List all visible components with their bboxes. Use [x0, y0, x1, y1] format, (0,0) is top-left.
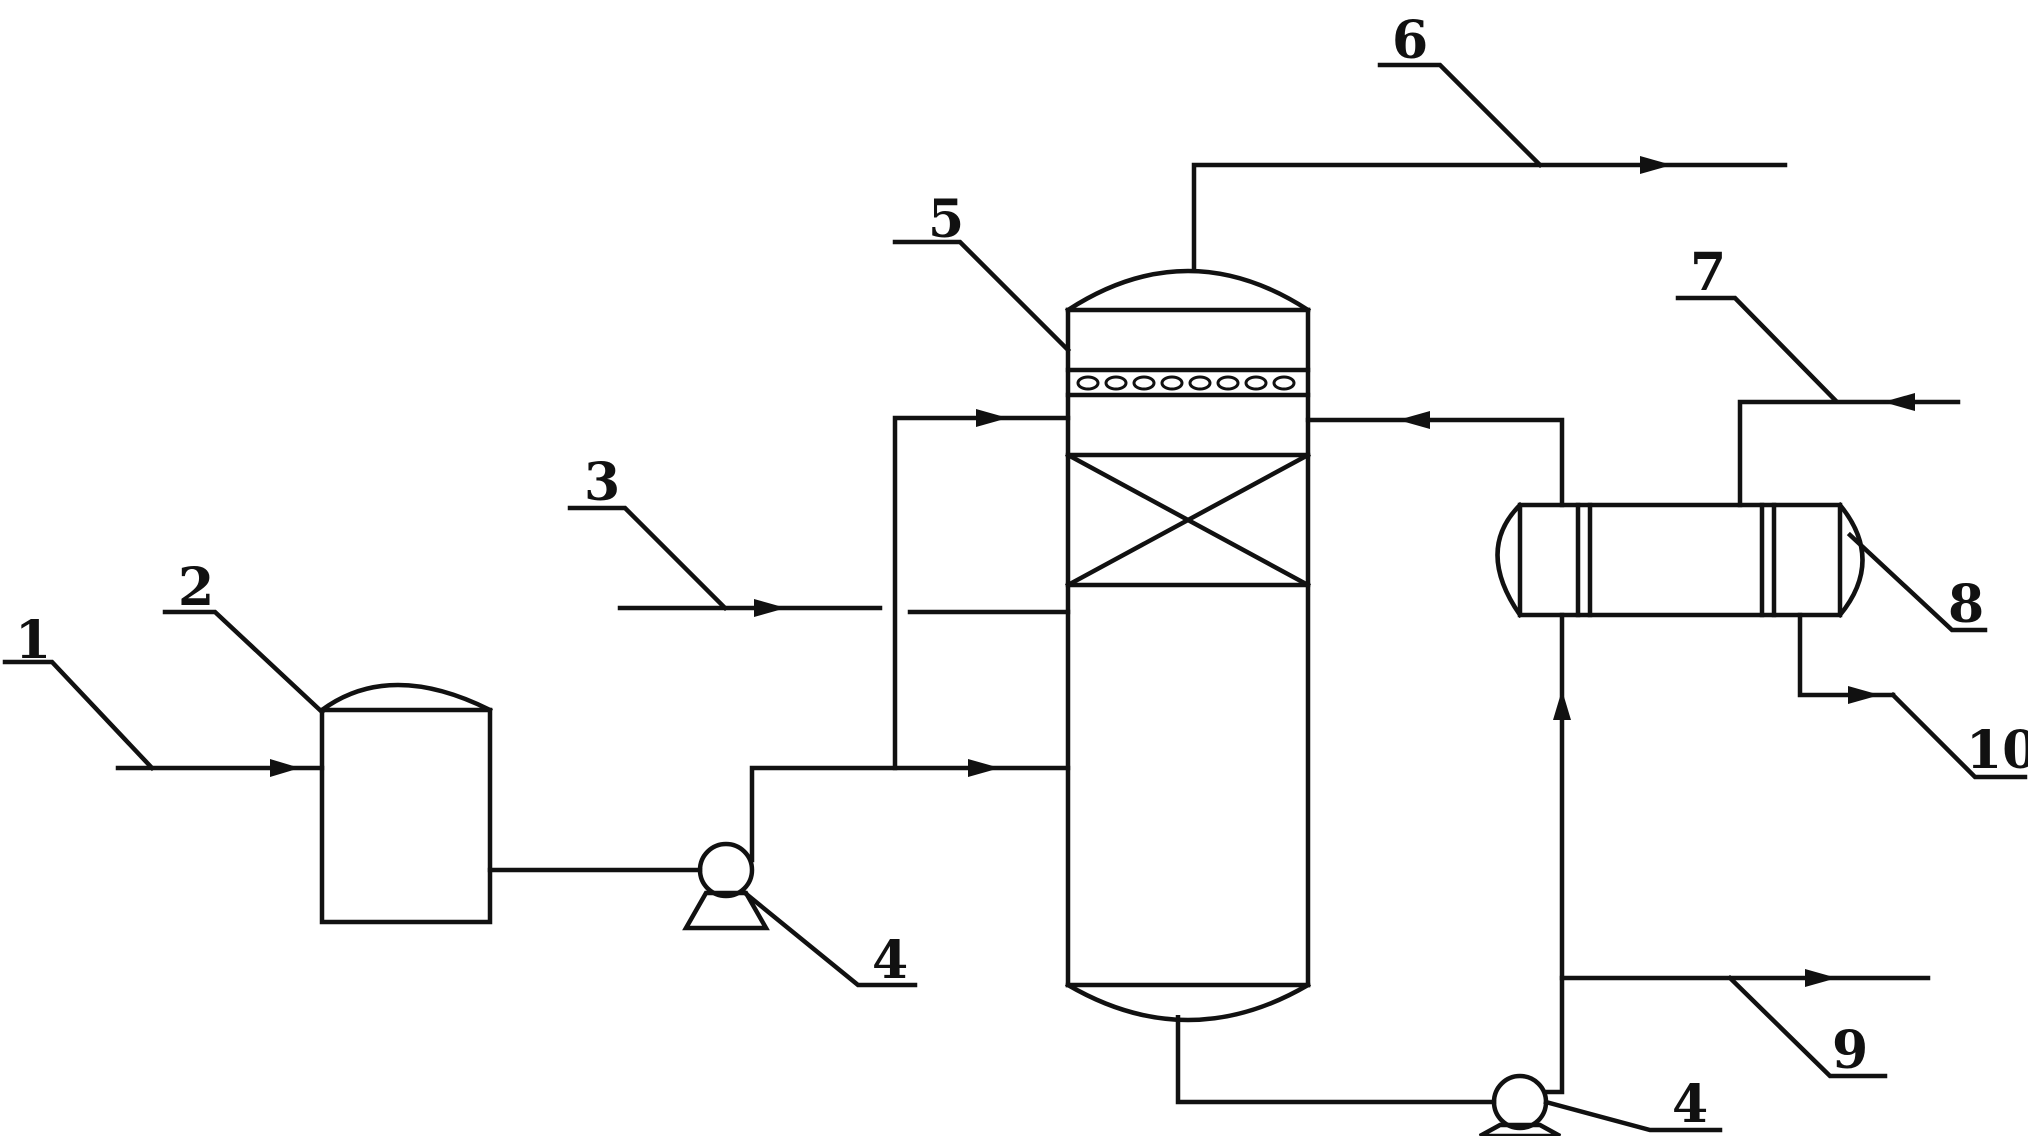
- label-8: 8: [1948, 574, 1984, 635]
- reaction-column-5: [1064, 268, 1312, 1023]
- reflux-return-line: [1305, 417, 1565, 508]
- overhead-stream-6: [1191, 156, 1788, 273]
- recycle-branch-line: [892, 415, 1071, 771]
- demister-pad: [1076, 375, 1296, 391]
- label-9: 9: [1832, 1020, 1868, 1081]
- label-6: 6: [1392, 10, 1428, 71]
- pump-4-left: [682, 841, 770, 931]
- pump-riser-line: [1543, 612, 1565, 1095]
- label-3: 3: [584, 452, 620, 513]
- label-7: 7: [1690, 242, 1726, 303]
- leader-lines: [2, 62, 2028, 1133]
- label-1: 1: [15, 610, 51, 671]
- label-10: 10: [1966, 720, 2028, 781]
- label-4-left: 4: [872, 930, 908, 991]
- label-5: 5: [928, 189, 964, 250]
- label-4-right: 4: [1672, 1074, 1708, 1135]
- storage-tank-2: [318, 682, 494, 925]
- label-2: 2: [178, 557, 214, 618]
- packed-bed: [1064, 451, 1312, 589]
- heat-exchanger-8: [1495, 501, 1865, 619]
- inlet-stream-7: [1737, 393, 1961, 508]
- pump-discharge-line: [749, 765, 1071, 863]
- pump-4-right: [1478, 1073, 1562, 1136]
- outlet-stream-10: [1797, 612, 1896, 704]
- column-bottoms-line: [1175, 1015, 1497, 1105]
- product-stream-9: [1559, 969, 1931, 987]
- feed-stream-3: [617, 599, 1071, 617]
